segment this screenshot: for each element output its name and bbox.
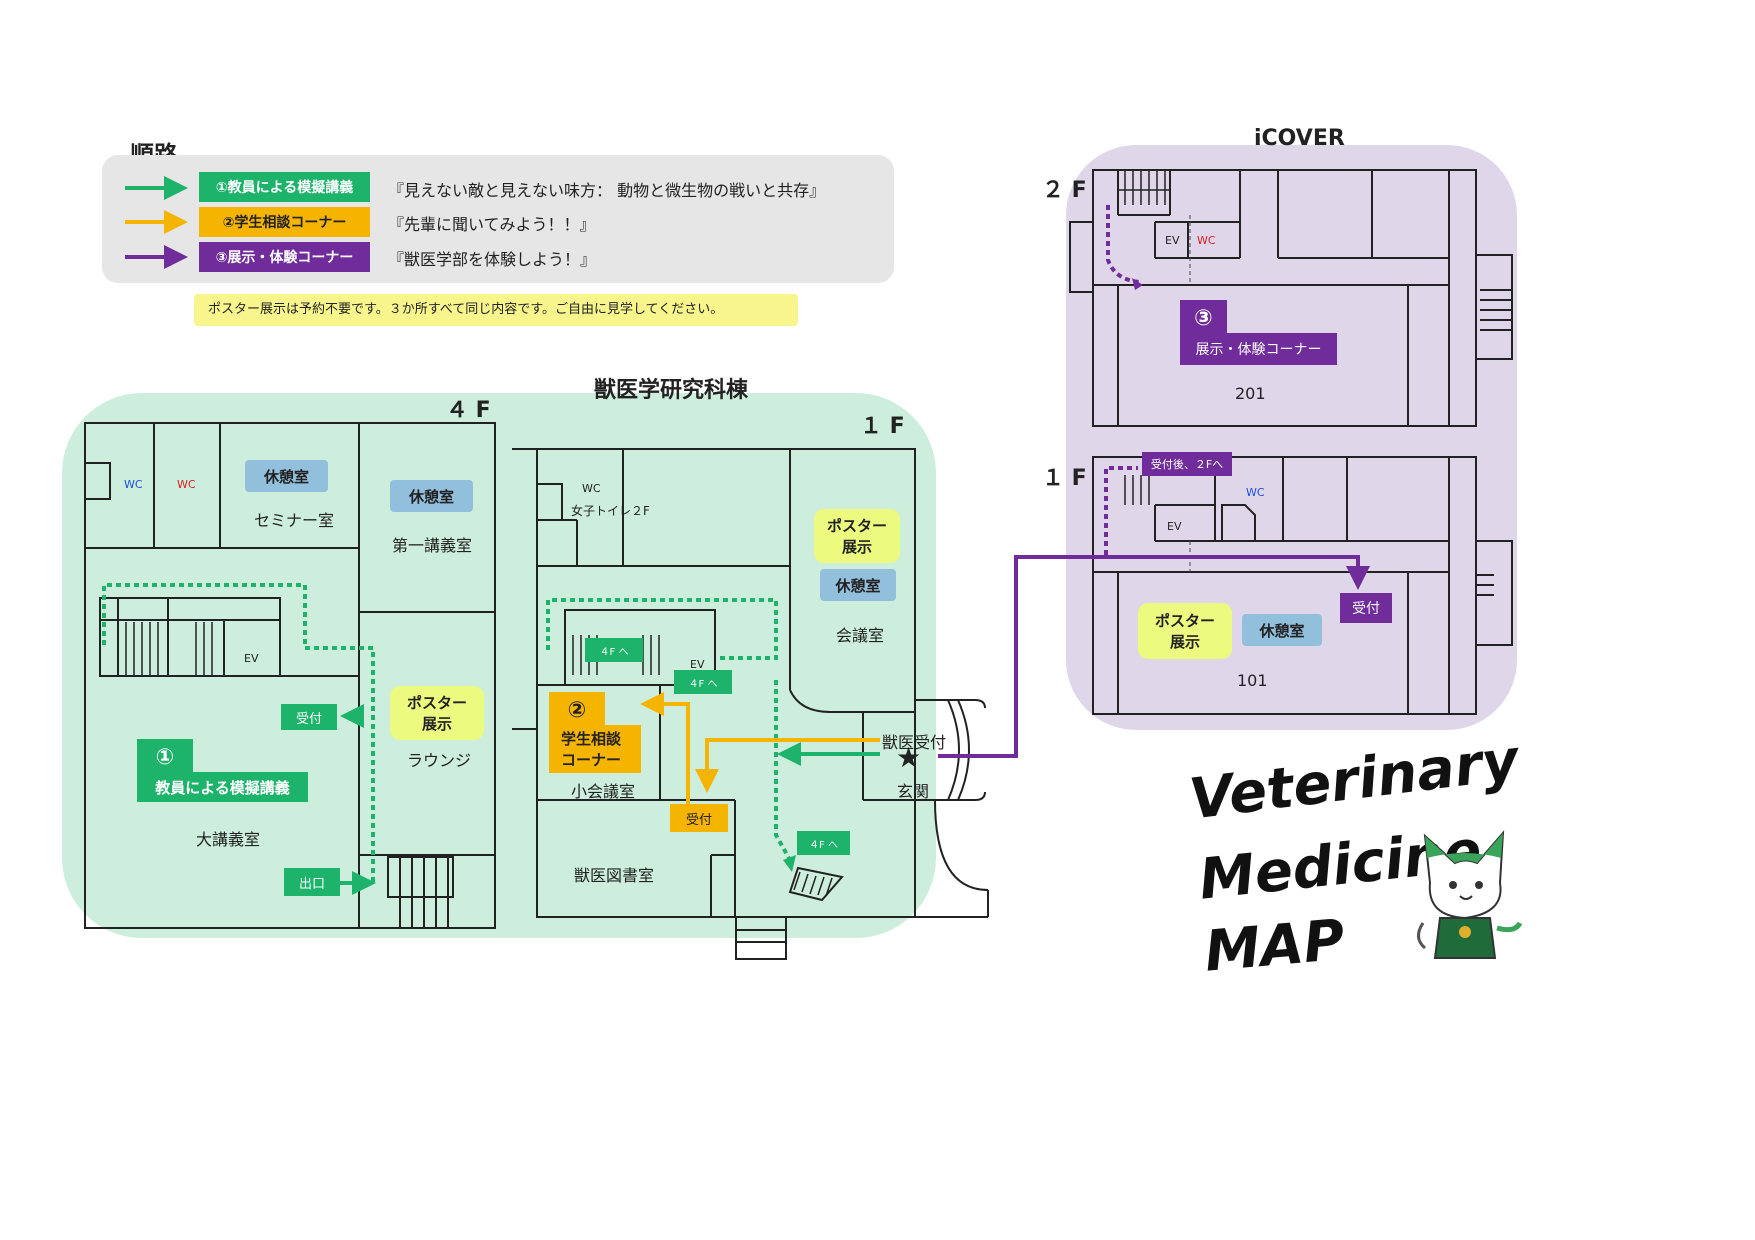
cat-mascot-icon bbox=[1417, 830, 1523, 959]
legend-route-1-label: ①教員による模擬講義 bbox=[199, 172, 370, 202]
big-lecture-room: 大講義室 bbox=[196, 830, 261, 849]
ev-4f: EV bbox=[244, 652, 259, 665]
vet-4f-label: ４ F bbox=[446, 398, 491, 423]
reception-tag-1f: 受付 bbox=[670, 804, 728, 832]
green-arrowhead-stairs bbox=[783, 855, 796, 872]
wc-icover-1f: WC bbox=[1246, 486, 1265, 499]
legend-route-3-label: ③展示・体験コーナー bbox=[199, 242, 370, 272]
to-4f-tag-a: ４F へ bbox=[585, 638, 643, 662]
poster-tag-4f: ポスター 展示 bbox=[390, 686, 484, 740]
legend-route-2-label: ②学生相談コーナー bbox=[199, 207, 370, 237]
poster-tag-icover: ポスター 展示 bbox=[1138, 603, 1232, 659]
rest-room-tag-4f: 休憩室 bbox=[245, 460, 328, 492]
ev-1f: EV bbox=[690, 658, 705, 671]
wc-1f: WC bbox=[582, 482, 601, 495]
wc-women-4f: WC bbox=[177, 478, 196, 491]
ev-icover-1f: EV bbox=[1167, 520, 1182, 533]
purple-route bbox=[938, 555, 1370, 758]
icover-2f-label: ２ F bbox=[1042, 178, 1087, 203]
icover-title: iCOVER bbox=[1254, 126, 1345, 151]
green-dotted-route-1f-down bbox=[774, 680, 792, 861]
reception-tag-icover: 受付 bbox=[1340, 593, 1392, 623]
women-toilet-2f: 女子トイレ２F bbox=[571, 504, 650, 518]
to-4f-tag-c: ４F へ bbox=[797, 831, 850, 855]
lecture-num-tag: ① bbox=[137, 739, 193, 775]
exhibit-num-tag: ③ bbox=[1180, 300, 1227, 336]
meeting-room: 会議室 bbox=[836, 626, 885, 645]
purple-dotted-route-1f bbox=[1104, 466, 1138, 555]
consult-num-tag: ② bbox=[549, 692, 605, 728]
icover-1f-label: １ F bbox=[1042, 466, 1087, 491]
wc-icover-2f: WC bbox=[1197, 234, 1216, 247]
lecture-room-1: 第一講義室 bbox=[392, 536, 473, 555]
rest-room-tag-1f: 休憩室 bbox=[820, 569, 896, 601]
rest-room-tag-icover: 休憩室 bbox=[1242, 614, 1322, 646]
legend-route-3-desc: 『獣医学部を体験しよう！』 bbox=[388, 250, 597, 269]
lounge: ラウンジ bbox=[407, 751, 472, 770]
purple-arrowhead-2f bbox=[1132, 278, 1143, 290]
room-201: 201 bbox=[1235, 384, 1266, 403]
vet-building-title: 獣医学研究科棟 bbox=[594, 378, 749, 403]
rest-room-tag-4f-2: 休憩室 bbox=[390, 480, 473, 512]
legend-route-2-desc: 『先輩に聞いてみよう！！』 bbox=[388, 215, 596, 234]
seminar-room: セミナー室 bbox=[254, 511, 335, 530]
vet-1f-label: １ F bbox=[860, 414, 905, 439]
poster-tag-1f: ポスター 展示 bbox=[814, 509, 900, 563]
star-icon: ★ bbox=[896, 741, 922, 774]
green-dotted-route-1f bbox=[546, 598, 778, 660]
legend-route-1-desc: 『見えない敵と見えない味方： 動物と微生物の戦いと共存』 bbox=[388, 181, 826, 200]
small-meeting-room: 小会議室 bbox=[571, 782, 636, 801]
to-4f-tag-b: ４F へ bbox=[674, 670, 732, 694]
yellow-route-2 bbox=[640, 692, 690, 805]
vet-reception-label: 獣医受付 bbox=[882, 733, 947, 752]
consult-title-tag: 学生相談 コーナー bbox=[549, 725, 641, 773]
yellow-route bbox=[695, 738, 880, 793]
poster-notice: ポスター展示は予約不要です。３か所すべて同じ内容です。ご自由に見学してください。 bbox=[194, 294, 798, 326]
entrance-label: 玄関 bbox=[897, 782, 930, 801]
after-reception-tag: 受付後、２Fへ bbox=[1142, 452, 1232, 476]
brand-line-3: MAP bbox=[1202, 907, 1348, 985]
library: 獣医図書室 bbox=[574, 866, 655, 885]
purple-dotted-route bbox=[1106, 205, 1141, 284]
exit-tag-4f: 出口 bbox=[284, 868, 340, 896]
wc-men-4f: WC bbox=[124, 478, 143, 491]
green-dotted-route-4f bbox=[102, 583, 375, 882]
reception-tag-4f: 受付 bbox=[281, 704, 337, 730]
room-101: 101 bbox=[1237, 671, 1268, 690]
lecture-title-tag: 教員による模擬講義 bbox=[137, 772, 308, 802]
exhibit-title-tag: 展示・体験コーナー bbox=[1180, 333, 1337, 365]
ev-icover-2f: EV bbox=[1165, 234, 1180, 247]
